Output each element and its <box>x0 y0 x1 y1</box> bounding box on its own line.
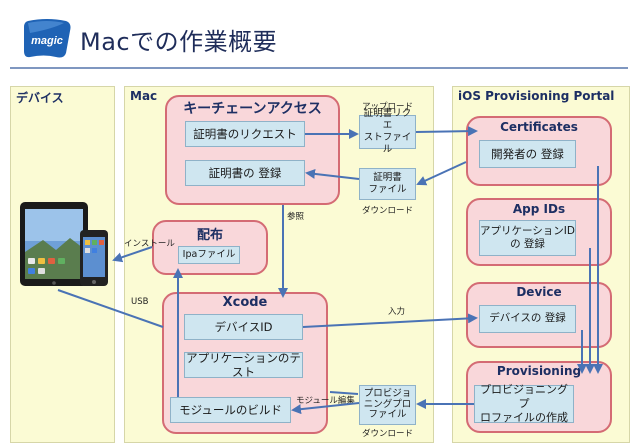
certificate-register-box: 証明書の 登録 <box>185 160 305 186</box>
arrow-distribution-to-device <box>112 246 153 263</box>
device-column-title: デバイス <box>16 91 64 105</box>
profile-file-line1: プロビジョ <box>363 387 412 399</box>
profile-file-line3: ファイル <box>368 409 407 421</box>
device-id-box: デバイスID <box>184 314 303 340</box>
input-label: 入力 <box>388 307 406 317</box>
keychain-access-group <box>165 95 340 205</box>
certificates-title: Certificates <box>500 120 578 134</box>
module-build-box: モジュールのビルド <box>170 397 291 423</box>
upload-label: アップロード <box>362 102 414 112</box>
page-title: Macでの作業概要 <box>80 28 278 56</box>
developer-register-box: 開発者の 登録 <box>479 140 576 168</box>
device-register-box: デバイスの 登録 <box>479 305 576 333</box>
cert-file-line2: ファイル <box>368 184 407 195</box>
download-label-1: ダウンロード <box>362 206 414 216</box>
device-title: Device <box>516 285 562 299</box>
arrow-profilefile-to-build <box>291 402 360 415</box>
app-test-box: アプリケーションのテスト <box>184 351 303 379</box>
ipad-iphone-image <box>18 200 113 290</box>
distribution-title: 配布 <box>196 228 223 243</box>
profile-create-box: プロビジョニングプ ロファイルの作成 <box>474 383 574 424</box>
certificate-request-box: 証明書のリクエスト <box>185 121 305 147</box>
arrow-edit-to-profile <box>329 391 359 395</box>
provisioning-title: Provisioning <box>496 364 582 378</box>
magic-logo: magic <box>22 17 72 59</box>
install-label: インストール <box>124 239 175 249</box>
arrow-certificates-to-certfile <box>416 161 467 186</box>
app-id-register-box: アプリケーションID の 登録 <box>479 220 576 256</box>
arrow-deviceid-to-portal <box>302 313 478 328</box>
xcode-title: Xcode <box>222 295 268 310</box>
arrow-certfile-to-register <box>305 168 360 180</box>
certificate-file-box: 証明書 ファイル <box>359 168 416 200</box>
provisioning-profile-file-box: プロビジョ ニングプロ ファイル <box>359 385 416 425</box>
csr-file-line1: 証明書リクエ <box>363 108 412 132</box>
usb-label: USB <box>131 297 149 307</box>
app-ids-title: App IDs <box>512 202 566 216</box>
keychain-access-title: キーチェーンアクセス <box>183 101 322 117</box>
arrow-csr-to-certificates <box>415 126 478 137</box>
csr-file-box: 証明書リクエ ストファイル <box>359 108 416 155</box>
app-id-register-line1: アプリケーションID <box>480 224 575 237</box>
ipa-file-box: Ipaファイル <box>178 246 240 264</box>
profile-file-line2: ニングプロ <box>363 398 412 410</box>
portal-column-title: iOS Provisioning Portal <box>458 89 615 103</box>
module-edit-label: モジュール編集 <box>296 396 355 406</box>
download-label-2: ダウンロード <box>362 429 414 439</box>
profile-create-line1: プロビジョニングプ <box>480 383 568 411</box>
mac-column-title: Mac <box>130 89 158 103</box>
arrow-usb <box>57 289 164 328</box>
app-id-register-line2: の 登録 <box>510 238 545 250</box>
reference-label: 参照 <box>287 212 305 222</box>
profile-create-line2: ロファイルの作成 <box>480 410 568 424</box>
logo-text: magic <box>31 35 63 47</box>
header-divider <box>10 67 628 69</box>
csr-file-line2: ストファイル <box>363 132 412 155</box>
cert-file-line1: 証明書 <box>373 172 402 184</box>
